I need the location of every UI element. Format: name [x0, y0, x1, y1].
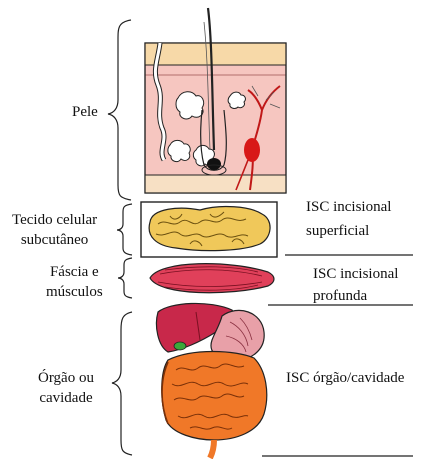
- brace-fascia: [118, 258, 132, 298]
- skin-illustration: [145, 8, 286, 193]
- label-fascia-line2: músculos: [46, 282, 103, 302]
- brace-orgao: [112, 312, 132, 455]
- label-superficial-line2: superficial: [306, 221, 391, 241]
- organ-illustration: [156, 303, 266, 458]
- label-tecido-celular-subcutaneo: Tecido celular subcutâneo: [12, 210, 97, 250]
- label-orgao-line2: cavidade: [38, 388, 94, 408]
- label-isc-incisional-superficial: ISC incisional superficial: [306, 197, 391, 241]
- label-profunda-line2: profunda: [313, 286, 398, 306]
- brace-pele: [108, 20, 131, 200]
- label-tecido-line2: subcutâneo: [12, 230, 97, 250]
- muscle-layer-illustration: [150, 264, 274, 293]
- label-pele: Pele: [72, 102, 98, 122]
- label-fascia-musculos: Fáscia e músculos: [46, 262, 103, 302]
- label-profunda-line1: ISC incisional: [313, 264, 398, 284]
- label-isc-incisional-profunda: ISC incisional profunda: [313, 264, 398, 306]
- label-superficial-line1: ISC incisional: [306, 197, 391, 217]
- label-tecido-line1: Tecido celular: [12, 210, 97, 230]
- label-fascia-line1: Fáscia e: [46, 262, 103, 282]
- label-orgao-line1: Órgão ou: [38, 368, 94, 388]
- label-isc-orgao-cavidade: ISC órgão/cavidade: [286, 368, 404, 388]
- brace-tecido: [117, 204, 132, 255]
- fat-layer-illustration: [141, 202, 277, 257]
- label-orgao-cavidade-line1: ISC órgão/cavidade: [286, 368, 404, 388]
- label-orgao-cavidade: Órgão ou cavidade: [38, 368, 94, 408]
